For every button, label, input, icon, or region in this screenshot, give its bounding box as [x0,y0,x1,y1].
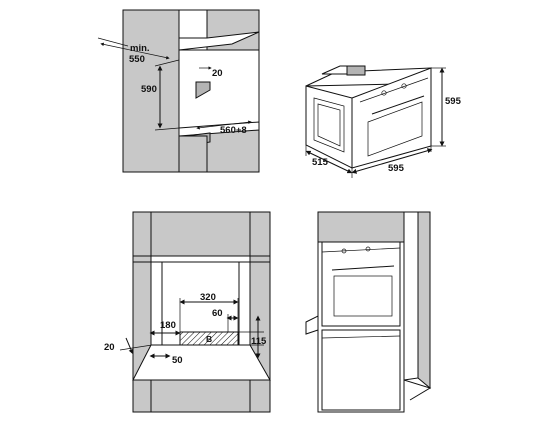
right-side-wall [249,211,271,413]
oven-knob-2-icon [365,246,371,252]
side-wall [417,211,431,390]
height-595-label: 595 [445,96,462,107]
min-label: min. [130,43,150,54]
upper-cabinet-block [150,211,251,257]
oven-knob-1-icon [341,248,347,254]
oven-window [367,101,423,157]
min-550-label: 550 [129,54,145,65]
upper-shelf-space [178,9,208,39]
gap-20-label: 20 [212,68,223,79]
oven-isometric-diagram: 595 515 595 [305,65,462,178]
oven-door-window [333,275,393,317]
width-60-label: 60 [212,308,223,319]
oven-top-module-side [346,65,366,76]
knob-left-icon [381,90,387,96]
oven-niche [178,49,260,129]
oven-side-face [305,85,353,169]
depth-515-label: 515 [312,157,329,168]
counter-ledge [305,315,319,335]
niche-front-diagram: B 320 60 180 115 20 50 [104,211,271,413]
left-side-wall [132,211,152,413]
width-180-label: 180 [160,320,176,331]
oven-front [321,241,401,327]
vent-cutout [195,81,211,99]
height-590-label: 590 [141,84,157,95]
lower-cabinet-block [150,379,251,413]
knob-right-icon [401,83,407,89]
wall-edge [403,211,419,381]
oven-handle [331,265,395,271]
lower-drawer [321,329,401,411]
cabinet-niche-diagram: min. 550 590 20 560+8 [97,9,260,173]
width-320-label: 320 [200,292,216,303]
offset-20-label: 20 [104,342,115,353]
offset-50-label: 50 [172,355,183,366]
depth-560-label: 560+8 [220,125,247,136]
ventilation-cutout [179,331,239,346]
upper-cabinet-panel [317,211,405,243]
column-installation-diagram [305,211,432,413]
cabinet-left-panel [122,9,180,173]
upper-shelf [178,31,260,51]
cutout-b-label: B [206,334,212,344]
height-115-label: 115 [251,336,267,347]
width-595-label: 595 [388,163,405,174]
lower-cabinet-face [178,135,208,173]
niche-floor [132,344,271,381]
